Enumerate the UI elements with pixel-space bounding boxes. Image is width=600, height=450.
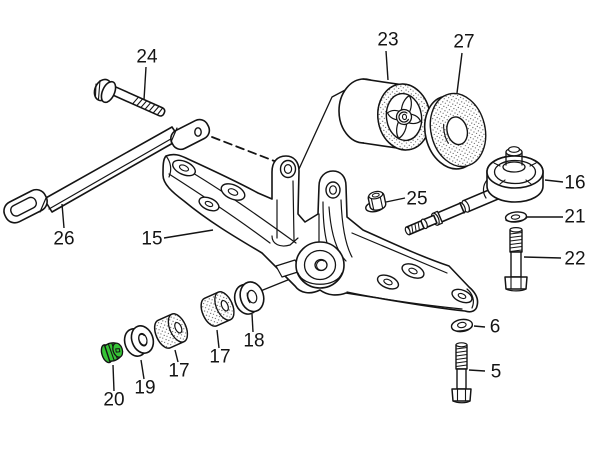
part-label-24[interactable]: 24 — [136, 47, 158, 68]
part-17-bushing-rear[interactable] — [197, 289, 238, 329]
leader-line-19 — [140, 359, 145, 380]
part-label-17[interactable]: 17 — [209, 347, 230, 368]
leader-line-24 — [143, 66, 147, 101]
leader-line-26 — [61, 203, 65, 229]
part-19-washer[interactable] — [121, 323, 158, 360]
leader-line-25 — [385, 197, 406, 203]
part-label-15[interactable]: 15 — [141, 229, 162, 250]
leader-line-17 — [174, 349, 179, 363]
part-24-bolt[interactable] — [91, 77, 166, 117]
part-17-bushing-front[interactable] — [151, 311, 192, 351]
part-20-nut-highlighted[interactable] — [99, 340, 125, 364]
part-label-27[interactable]: 27 — [453, 32, 474, 53]
part-23-transmission-mount[interactable] — [338, 78, 434, 153]
part-label-22[interactable]: 22 — [564, 249, 585, 270]
leader-line-6 — [473, 325, 486, 328]
leader-line-27 — [456, 52, 463, 94]
part-5-bolt[interactable] — [451, 342, 472, 404]
part-27-stop-disc[interactable] — [417, 88, 493, 175]
leader-line-23 — [385, 50, 389, 81]
part-21-washer[interactable] — [504, 211, 528, 223]
leader-lines — [61, 50, 564, 392]
part-6-washer[interactable] — [450, 318, 474, 333]
part-label-20[interactable]: 20 — [103, 390, 124, 411]
part-16-mount-rod[interactable] — [403, 146, 544, 238]
leader-line-22 — [523, 256, 562, 259]
leader-line-20 — [112, 364, 115, 392]
part-26-tie-bar[interactable] — [1, 116, 213, 226]
part-22-bolt[interactable] — [504, 227, 528, 292]
part-label-25[interactable]: 25 — [406, 189, 427, 210]
part-label-19[interactable]: 19 — [134, 378, 155, 399]
leader-line-15 — [163, 229, 214, 239]
part-label-26[interactable]: 26 — [53, 229, 74, 250]
part-25-nut[interactable] — [363, 190, 387, 213]
part-label-21[interactable]: 21 — [564, 207, 585, 228]
part-15-crossmember[interactable] — [162, 153, 479, 313]
part-label-16[interactable]: 16 — [564, 173, 585, 194]
leader-line-16 — [544, 179, 564, 183]
part-label-5[interactable]: 5 — [491, 362, 502, 383]
part-label-18[interactable]: 18 — [243, 331, 264, 352]
leader-line-18 — [251, 313, 254, 333]
part-label-6[interactable]: 6 — [490, 317, 501, 338]
leader-line-17 — [216, 329, 220, 349]
part-labels: 24 23 27 16 25 21 22 26 15 6 5 18 17 17 19 20 — [53, 30, 585, 411]
leader-line-5 — [468, 369, 486, 372]
part-label-17[interactable]: 17 — [168, 361, 189, 382]
part-label-23[interactable]: 23 — [377, 30, 398, 51]
part-18-washer[interactable] — [231, 279, 267, 317]
